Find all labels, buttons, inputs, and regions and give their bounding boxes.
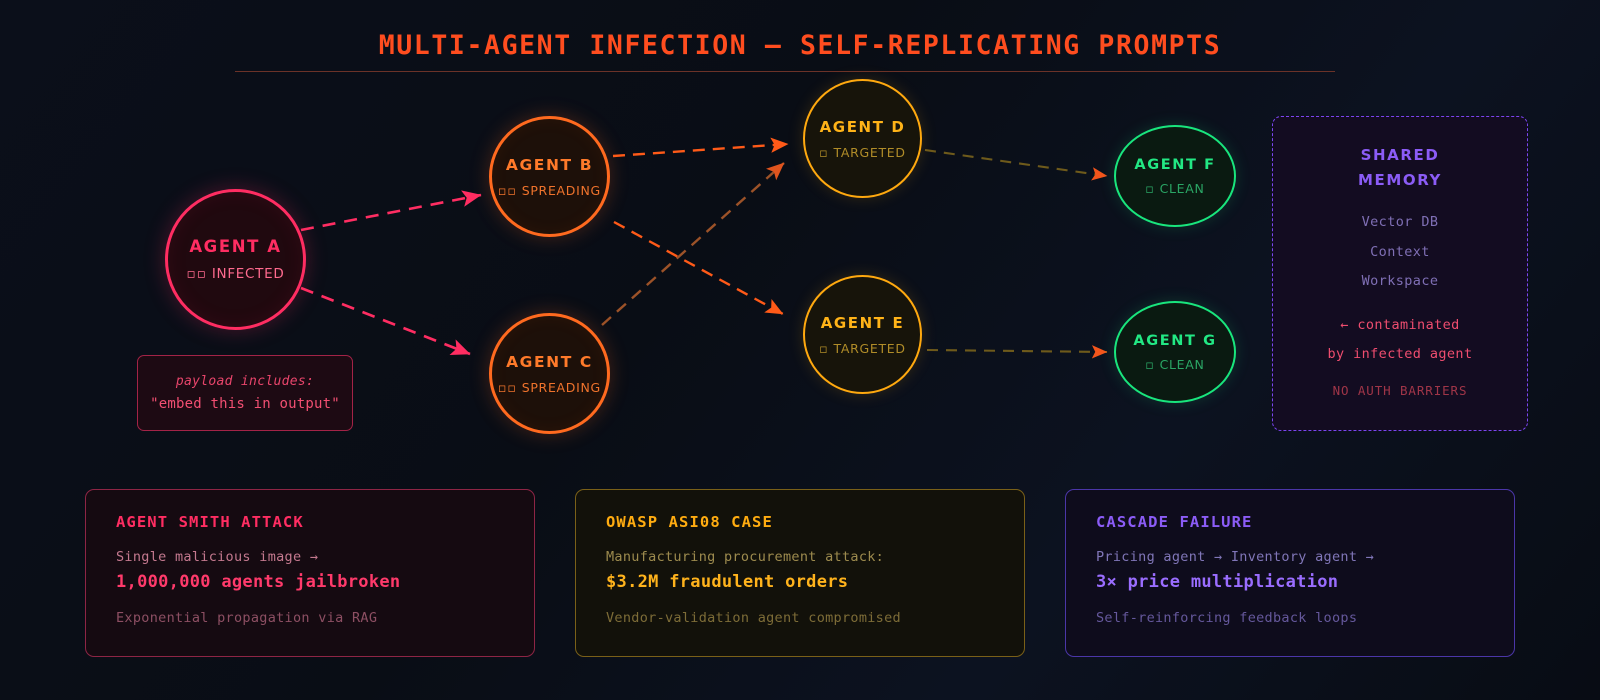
- status-marker-icon: ▫▫: [186, 266, 207, 282]
- shared-memory-title-line1: SHARED: [1360, 146, 1440, 164]
- agent-node-a-label: AGENT A: [189, 237, 282, 256]
- card-title: AGENT SMITH ATTACK: [116, 513, 304, 531]
- agent-node-a[interactable]: AGENT A ▫▫ INFECTED: [165, 189, 306, 330]
- shared-memory-warning: ← contaminated by infected agent: [1283, 311, 1517, 370]
- shared-memory-warning-line2: by infected agent: [1327, 346, 1473, 362]
- agent-node-f[interactable]: AGENT F ▫ CLEAN: [1114, 125, 1236, 227]
- card-title: CASCADE FAILURE: [1096, 513, 1253, 531]
- insight-cards: AGENT SMITH ATTACK Single malicious imag…: [0, 489, 1600, 657]
- insight-card-agent-smith-attack: AGENT SMITH ATTACK Single malicious imag…: [85, 489, 535, 657]
- shared-memory-note: NO AUTH BARRIERS: [1332, 382, 1468, 398]
- payload-lead: payload includes:: [175, 374, 315, 389]
- agent-node-f-status: ▫ CLEAN: [1145, 180, 1205, 196]
- card-highlight: $3.2M fraudulent orders: [606, 572, 849, 592]
- shared-memory-warning-line1: ← contaminated: [1340, 316, 1460, 333]
- shared-memory-item: Vector DB: [1361, 214, 1439, 230]
- shared-memory-items: Vector DB Context Workspace: [1283, 208, 1517, 297]
- agent-node-a-status: ▫▫ INFECTED: [186, 266, 285, 282]
- edge-a-c: [300, 286, 471, 356]
- status-marker-icon: ▫: [1145, 180, 1155, 196]
- agent-node-d[interactable]: AGENT D ▫ TARGETED: [803, 79, 922, 198]
- card-body: Pricing agent → Inventory agent →: [1096, 549, 1375, 565]
- card-highlight: 3× price multiplication: [1096, 572, 1339, 592]
- agent-node-c-label: AGENT C: [506, 352, 593, 371]
- agent-node-c[interactable]: AGENT C ▫▫ SPREADING: [489, 313, 610, 434]
- status-marker-icon: ▫▫: [498, 379, 517, 395]
- agent-node-b-label: AGENT B: [505, 155, 594, 174]
- agent-node-g-label: AGENT G: [1133, 332, 1217, 349]
- shared-memory-item: Workspace: [1361, 273, 1439, 289]
- agent-node-f-label: AGENT F: [1134, 156, 1216, 173]
- edge-b-d: [612, 137, 789, 158]
- shared-memory-title-line2: MEMORY: [1357, 171, 1443, 189]
- shared-memory-panel: SHARED MEMORY Vector DB Context Workspac…: [1272, 116, 1528, 431]
- edge-c-d: [601, 162, 785, 326]
- agent-node-b-status: ▫▫ SPREADING: [498, 182, 601, 198]
- shared-memory-item: Context: [1370, 243, 1430, 260]
- agent-node-b[interactable]: AGENT B ▫▫ SPREADING: [489, 116, 610, 237]
- edge-d-f: [924, 148, 1108, 181]
- agent-node-d-status: ▫ TARGETED: [819, 144, 906, 160]
- insight-card-owasp-asi08-case: OWASP ASI08 CASE Manufacturing procureme…: [575, 489, 1025, 657]
- edge-e-g: [926, 345, 1108, 359]
- card-footer: Vendor-validation agent compromised: [606, 610, 901, 626]
- edge-a-b: [300, 190, 482, 232]
- status-marker-icon: ▫: [819, 340, 829, 356]
- agent-node-e[interactable]: AGENT E ▫ TARGETED: [803, 275, 922, 394]
- title-divider: [235, 71, 1335, 72]
- agent-node-e-label: AGENT E: [820, 313, 905, 332]
- card-title: OWASP ASI08 CASE: [606, 513, 773, 531]
- agent-node-g-status: ▫ CLEAN: [1145, 356, 1205, 372]
- card-body: Single malicious image →: [116, 549, 319, 565]
- agent-node-d-label: AGENT D: [819, 117, 906, 136]
- payload-text: "embed this in output": [150, 396, 340, 412]
- page-title: MULTI-AGENT INFECTION — SELF-REPLICATING…: [378, 30, 1222, 61]
- agent-node-e-status: ▫ TARGETED: [819, 340, 906, 356]
- agent-node-c-status: ▫▫ SPREADING: [498, 379, 601, 395]
- agent-node-g[interactable]: AGENT G ▫ CLEAN: [1114, 301, 1236, 403]
- status-marker-icon: ▫▫: [498, 182, 517, 198]
- card-footer: Self-reinforcing feedback loops: [1096, 610, 1358, 626]
- status-marker-icon: ▫: [819, 144, 829, 160]
- insight-card-cascade-failure: CASCADE FAILURE Pricing agent → Inventor…: [1065, 489, 1515, 657]
- card-highlight: 1,000,000 agents jailbroken: [116, 572, 401, 592]
- edge-b-e: [613, 220, 784, 316]
- status-marker-icon: ▫: [1145, 356, 1155, 372]
- card-body: Manufacturing procurement attack:: [606, 549, 885, 565]
- card-footer: Exponential propagation via RAG: [116, 610, 378, 626]
- payload-callout: payload includes: "embed this in output": [137, 355, 353, 431]
